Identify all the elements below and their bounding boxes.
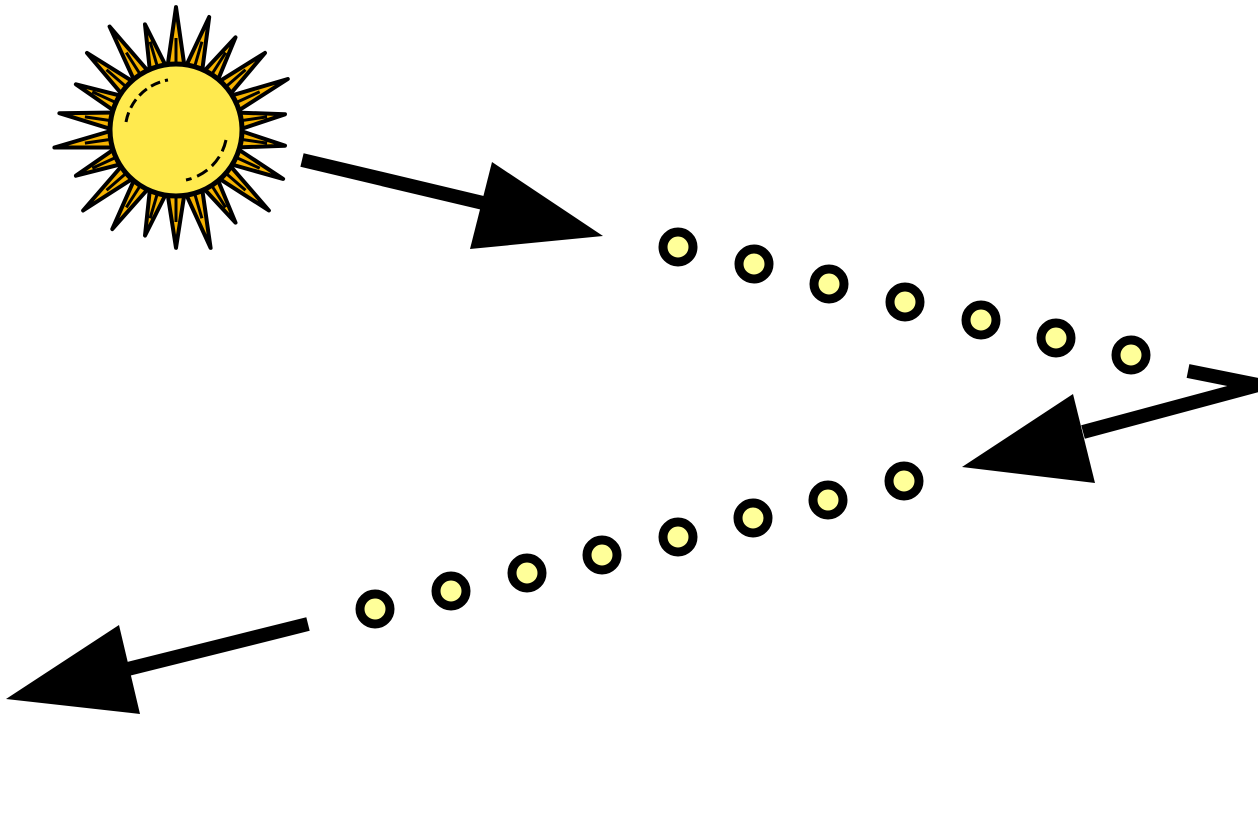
photon-dot — [1116, 340, 1146, 370]
reflection-arrow-head — [962, 394, 1095, 483]
reflection-arrow-shaft — [1083, 371, 1258, 432]
sun-icon — [54, 7, 287, 248]
reflected-photon-dots — [360, 466, 919, 624]
photon-dot — [813, 485, 843, 515]
photon-dot — [663, 232, 693, 262]
photon-dot — [360, 594, 390, 624]
incoming-photon-dots — [663, 232, 1146, 370]
photon-dot — [966, 305, 996, 335]
outgoing-arrow-head — [6, 625, 140, 714]
photon-dot — [587, 540, 617, 570]
outgoing-arrow — [6, 624, 308, 714]
sun-disc — [110, 64, 242, 196]
photon-dot — [889, 466, 919, 496]
photon-dot — [890, 287, 920, 317]
photon-dot — [814, 269, 844, 299]
incoming-arrow — [302, 160, 603, 249]
photon-dot — [738, 503, 768, 533]
incoming-arrow-shaft — [302, 160, 500, 207]
incoming-arrow-head — [470, 162, 603, 249]
photon-dot — [436, 576, 466, 606]
outgoing-arrow-shaft — [128, 624, 308, 669]
photon-dot — [512, 558, 542, 588]
photon-dot — [663, 522, 693, 552]
reflection-arrow — [962, 371, 1258, 483]
photon-dot — [739, 249, 769, 279]
photon-dot — [1041, 323, 1071, 353]
